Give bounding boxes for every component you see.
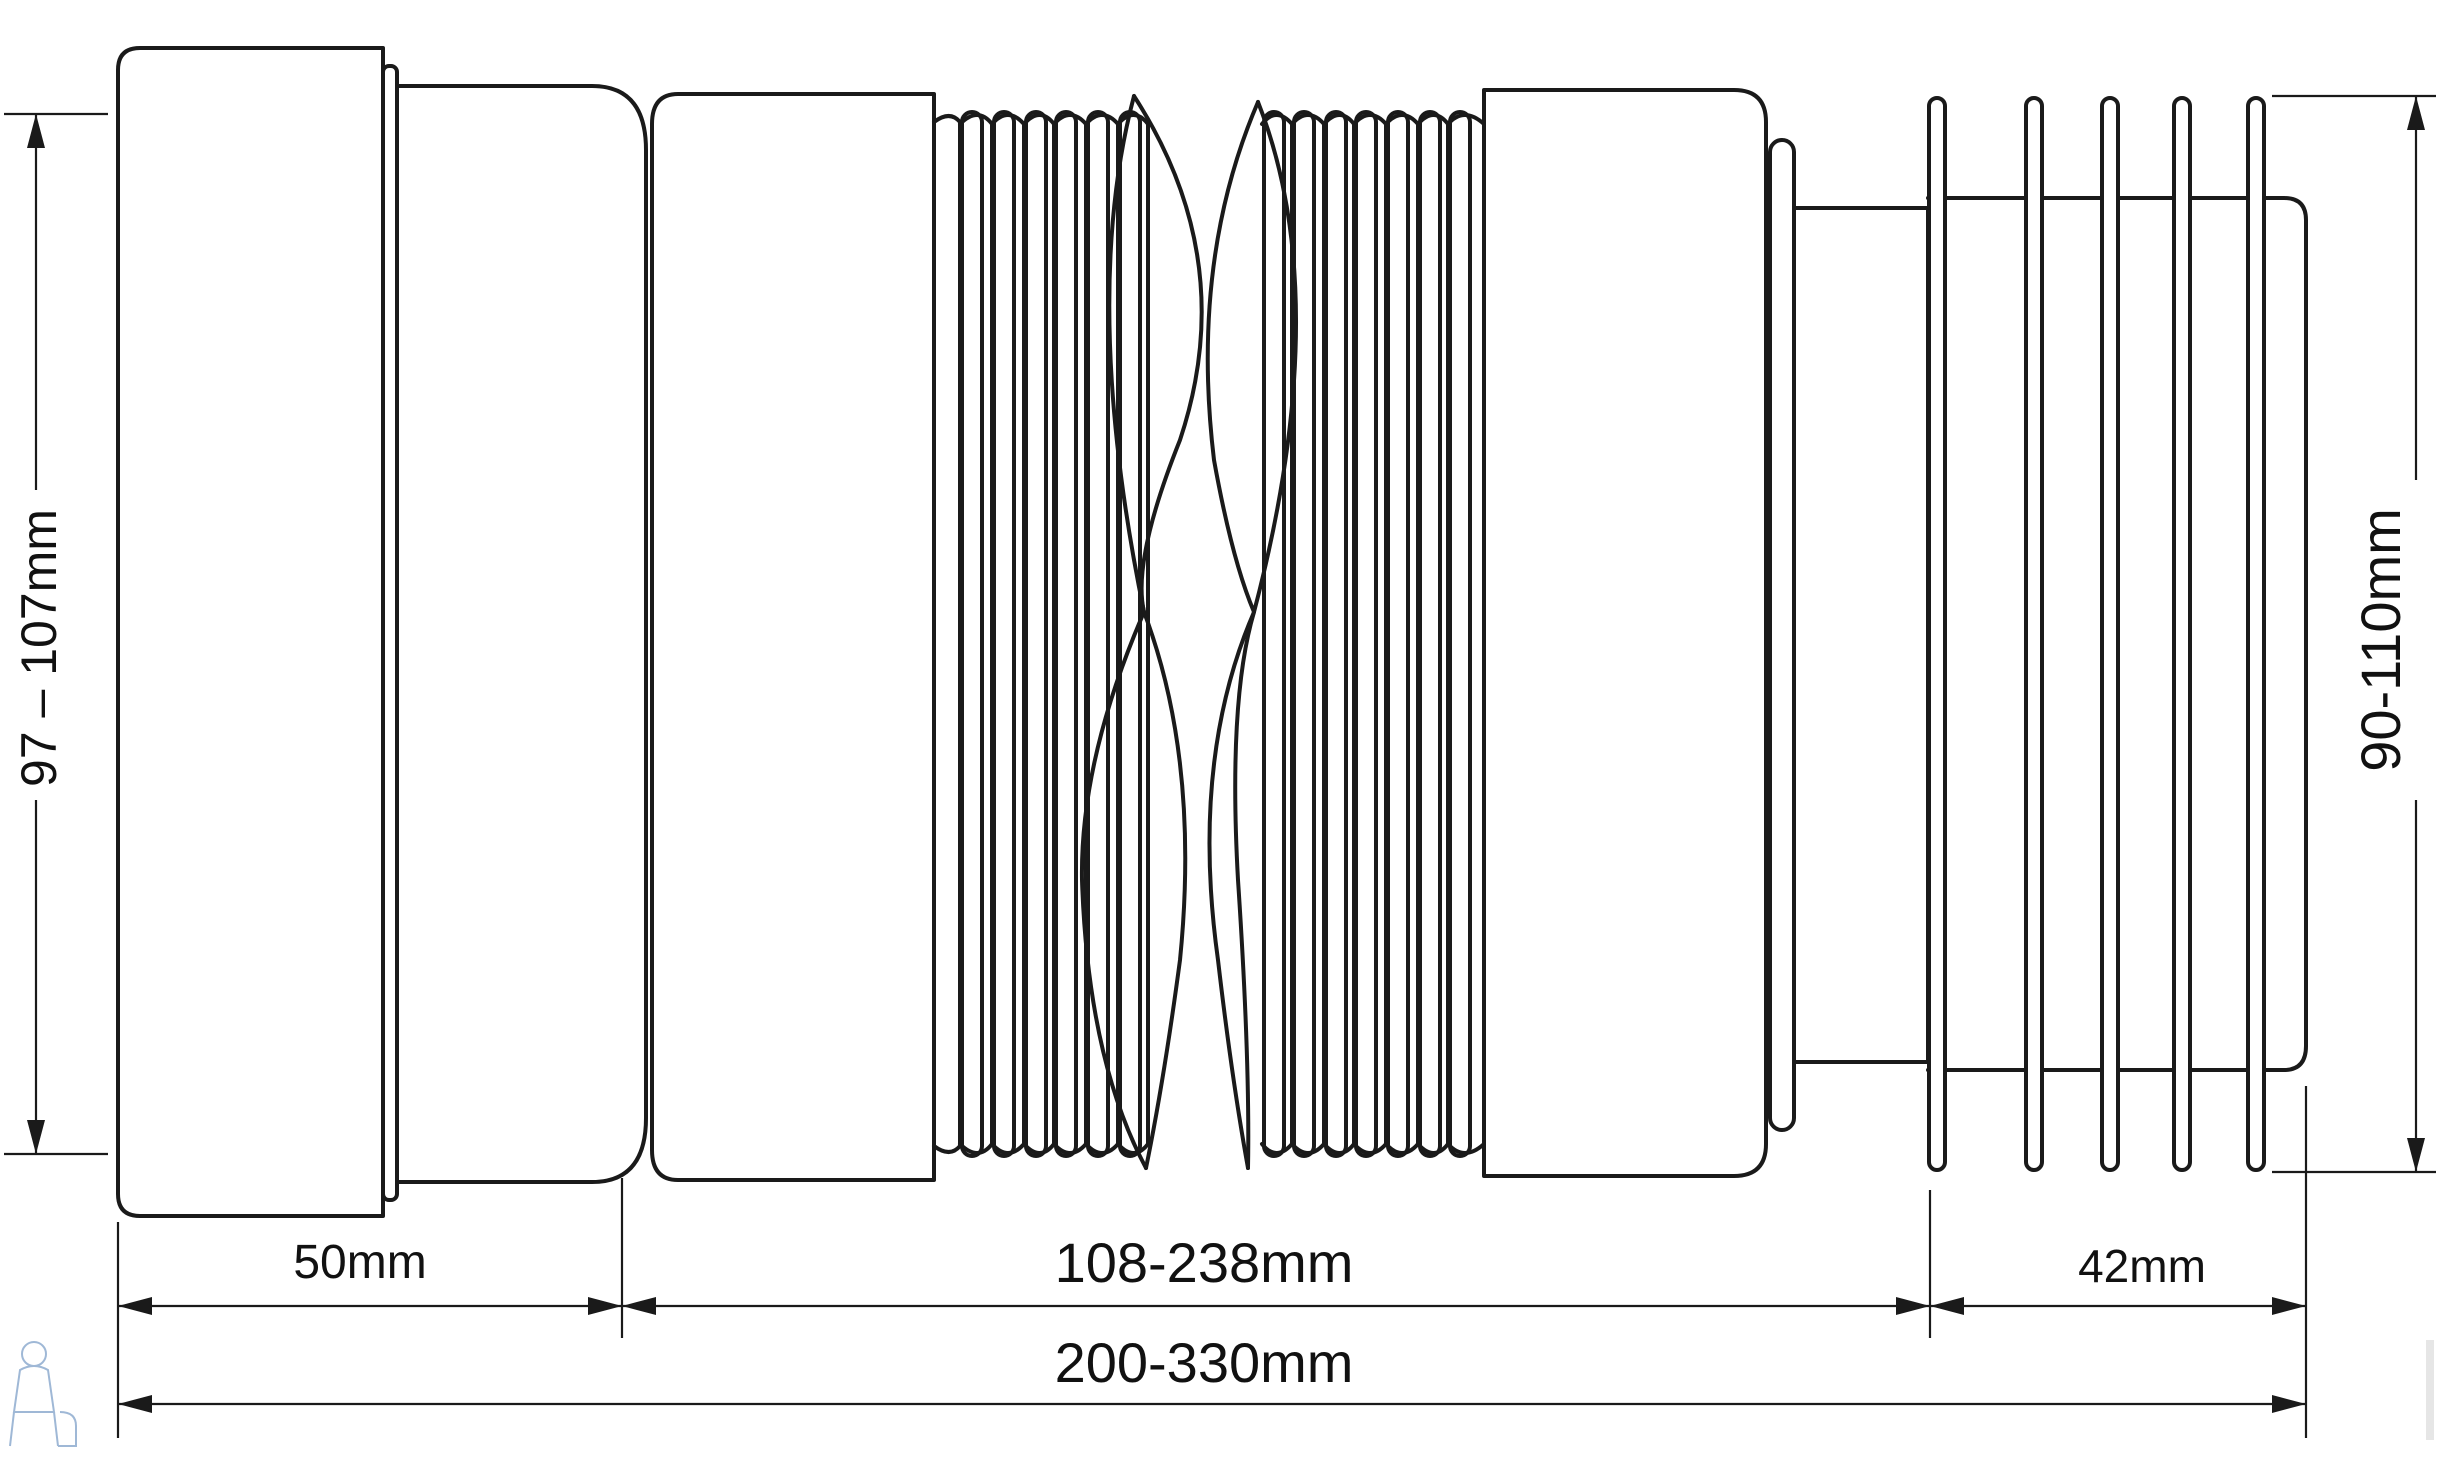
watermark-plumber-icon bbox=[9, 1341, 77, 1447]
right-height-dimension bbox=[2272, 94, 2436, 1174]
corrugated-length-label: 108-238mm bbox=[1055, 1231, 1354, 1294]
watermark-vertical-text bbox=[2426, 1340, 2434, 1440]
corrugated-section-left bbox=[932, 110, 1150, 1158]
spigot bbox=[1792, 96, 2308, 1172]
right-height-label: 90-110mm bbox=[2349, 508, 2412, 772]
fin-5 bbox=[2246, 96, 2266, 1172]
spigot-length-label: 42mm bbox=[2078, 1240, 2206, 1292]
fin-1 bbox=[1927, 96, 1947, 1172]
left-socket bbox=[116, 46, 648, 1218]
extension-lines bbox=[116, 1086, 2308, 1438]
rigid-collar-right bbox=[1482, 88, 1796, 1178]
segment-dimension-line bbox=[118, 1297, 2306, 1315]
socket-length-label: 50mm bbox=[293, 1236, 426, 1289]
total-length-label: 200-330mm bbox=[1055, 1331, 1354, 1394]
fin-2 bbox=[2024, 96, 2044, 1172]
left-height-label: 97 – 107mm bbox=[11, 509, 67, 787]
fin-3 bbox=[2100, 96, 2120, 1172]
total-dimension-line bbox=[118, 1395, 2306, 1413]
fin-4 bbox=[2172, 96, 2192, 1172]
corrugated-section-right bbox=[1260, 110, 1486, 1158]
left-height-dimension bbox=[4, 112, 108, 1156]
rigid-collar-left bbox=[650, 92, 936, 1182]
